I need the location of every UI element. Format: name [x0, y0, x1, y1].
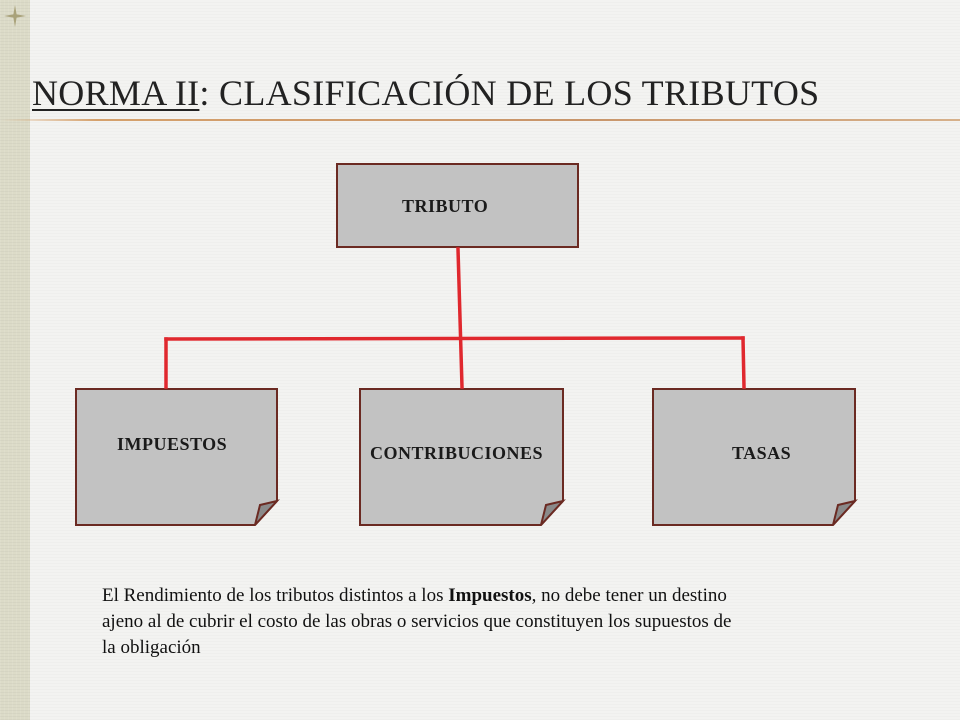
- child-node-label-impuestos: IMPUESTOS: [117, 434, 228, 454]
- paragraph-line-1: El Rendimiento de los tributos distintos…: [102, 583, 960, 609]
- root-node-label: TRIBUTO: [402, 196, 489, 216]
- fold-corner-impuestos: [254, 499, 280, 526]
- sparkle-icon: [4, 5, 26, 27]
- line1-bold-term: Impuestos: [448, 585, 532, 606]
- connector-drop-tasas: [741, 336, 746, 389]
- paragraph-line-2: ajeno al de cubrir el costo de las obras…: [102, 611, 732, 632]
- title-divider: [0, 119, 960, 121]
- title-rest: : CLASIFICACIÓN DE LOS TRIBUTOS: [199, 73, 820, 113]
- fold-corner-tasas: [832, 499, 858, 526]
- root-node-box: [336, 163, 579, 248]
- title-prefix: NORMA II: [32, 73, 200, 113]
- explanation-paragraph: El Rendimiento de los tributos distintos…: [102, 583, 960, 661]
- child-node-label-tasas: TASAS: [732, 443, 792, 463]
- connector-root-trunk: [456, 247, 464, 389]
- connector-horizontal-bar: [164, 336, 745, 341]
- child-node-box-impuestos: [75, 388, 278, 526]
- line1-text-before: El Rendimiento de los tributos distintos…: [102, 585, 449, 606]
- line1-text-after: , no debe tener un destino: [531, 585, 727, 606]
- child-node-label-contribuciones: CONTRIBUCIONES: [370, 443, 544, 463]
- paragraph-line-3: la obligación: [102, 637, 201, 658]
- page-title: NORMA II: CLASIFICACIÓN DE LOS TRIBUTOS: [32, 72, 819, 114]
- fold-corner-contribuciones: [540, 499, 566, 526]
